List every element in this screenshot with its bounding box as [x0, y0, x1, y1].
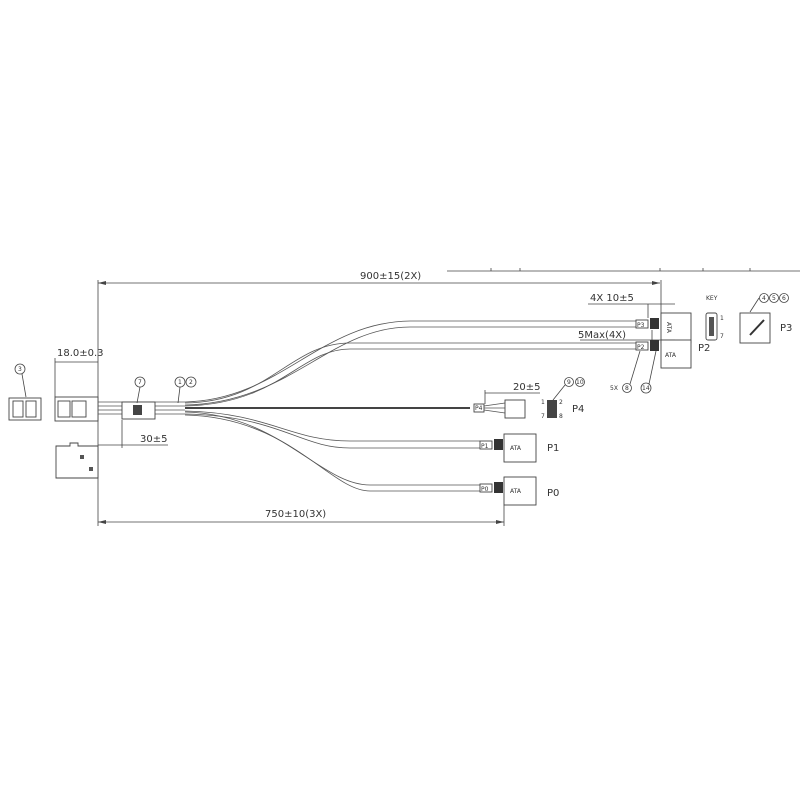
connector-p0: P0 ATA P0: [479, 476, 559, 506]
sleeve-offset-dimension: 30±5: [98, 420, 168, 448]
branch-length-dimension: 750±10(3X): [98, 505, 505, 526]
mini-sas-connector-side-view: [55, 442, 99, 479]
connector-length-label: 18.0±0.3: [57, 348, 104, 359]
overall-length-label: 900±15(2X): [360, 271, 421, 282]
balloon-8: 8: [625, 385, 629, 392]
p2-sata-text: ATA: [665, 352, 677, 359]
max-gap-label: 5Max(4X): [578, 330, 626, 341]
p0-tag: P0: [481, 486, 489, 493]
p3-label: P3: [780, 323, 792, 334]
balloon-14: 14: [642, 385, 650, 392]
p3-sata-text: ATA: [665, 322, 672, 334]
balloon-9: 9: [567, 379, 571, 386]
balloon-4: 4: [762, 295, 766, 302]
connector-p4: P4 20±5 1 2 7 8 9 10 P4: [473, 377, 585, 420]
balloon-2: 2: [189, 379, 193, 386]
p0-label: P0: [547, 488, 559, 499]
p4-breakout-label: 20±5: [513, 382, 540, 393]
cable-bundle: 7 1 2: [98, 376, 197, 420]
key-pin-7: 7: [720, 333, 724, 340]
p4-pin-8: 8: [559, 413, 563, 420]
key-label: KEY: [706, 295, 718, 302]
balloon-7: 7: [138, 379, 142, 386]
p0-sata-text: ATA: [510, 488, 522, 495]
connector-p3: P3 ATA 1 7 KEY 4 5 6 P3: [635, 293, 792, 344]
balloon-10: 10: [576, 379, 584, 386]
p2-label: P2: [698, 343, 710, 354]
title-border-line: [447, 268, 800, 272]
p1-label: P1: [547, 443, 559, 454]
balloon-3: 3: [18, 366, 22, 373]
marker-qty: 5X: [610, 385, 618, 392]
p2-tag: P2: [637, 344, 645, 351]
p4-pin-7: 7: [541, 413, 545, 420]
end-view-connector: 3: [8, 363, 42, 421]
connector-p1: P1 ATA P1: [479, 433, 559, 463]
overall-length-dimension: 900±15(2X): [97, 271, 662, 526]
strip-length-label: 4X 10±5: [590, 293, 634, 304]
sleeve-offset-label: 30±5: [140, 434, 167, 445]
p3-tag: P3: [637, 322, 645, 329]
p4-label: P4: [572, 404, 584, 415]
max-gap-dimension: 5Max(4X): [578, 330, 675, 342]
p1-sata-text: ATA: [510, 445, 522, 452]
p4-tag: P4: [475, 405, 483, 412]
p1-tag: P1: [481, 443, 489, 450]
mini-sas-connector: 18.0±0.3: [54, 348, 104, 422]
balloon-1: 1: [178, 379, 182, 386]
cables: [184, 320, 640, 492]
p4-pin-1: 1: [541, 399, 545, 406]
connector-p2: P2 ATA P2 5X 8 14: [610, 339, 710, 394]
strip-length-dimension: 4X 10±5: [588, 293, 675, 318]
balloon-5: 5: [772, 295, 776, 302]
balloon-6: 6: [782, 295, 786, 302]
key-pin-1: 1: [720, 315, 724, 322]
p4-pin-2: 2: [559, 399, 563, 406]
branch-length-label: 750±10(3X): [265, 509, 326, 520]
